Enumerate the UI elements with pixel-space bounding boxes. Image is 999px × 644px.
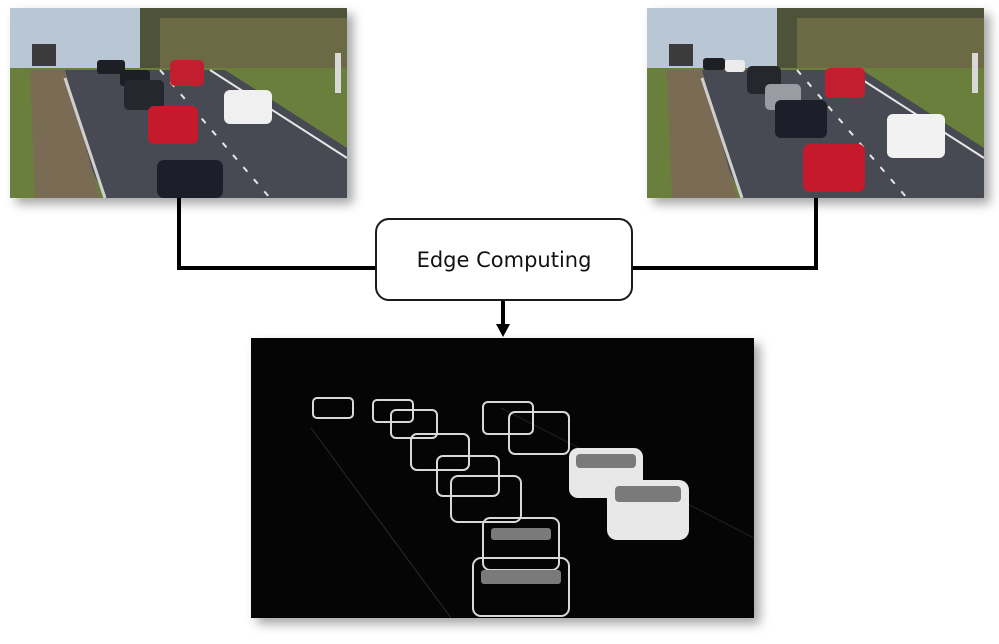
traffic-camera-frame-icon [10,8,347,198]
camera-frame-right [647,8,984,198]
camera-frame-left [10,8,347,198]
left-connector-line [177,198,376,270]
vehicle-edge-map-icon [251,338,754,618]
traffic-camera-frame-icon [647,8,984,198]
right-connector-line [632,198,818,270]
down-arrow-head-icon [496,324,510,337]
processed-output-frame [251,338,754,618]
edge-computing-label: Edge Computing [416,247,592,272]
edge-computing-node: Edge Computing [375,218,633,301]
